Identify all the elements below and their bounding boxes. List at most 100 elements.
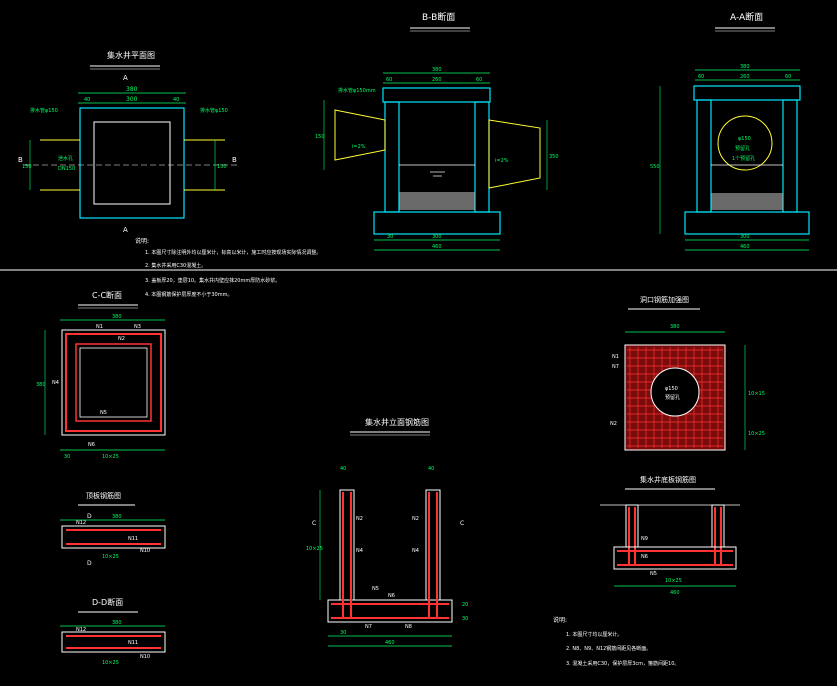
- aa-gravel: [711, 193, 783, 210]
- base-right-wall: [711, 504, 725, 548]
- base-dim-total: 460: [670, 590, 680, 596]
- cc-label-n2: N2: [118, 336, 125, 342]
- bb-top-260: 260: [432, 77, 442, 83]
- dd-title: D-D断面: [92, 597, 123, 607]
- aa-hole-note: 预留孔: [735, 145, 750, 152]
- elev-dim-side: 10×25: [306, 546, 323, 552]
- bb-top-total: 380: [432, 67, 442, 73]
- plan-left-note: 泄水孔: [58, 155, 73, 162]
- pipe-rebar-label-n2: N2: [610, 421, 617, 427]
- cc-rebar-outer: [65, 333, 162, 432]
- plan-right-dim: 150: [217, 164, 227, 170]
- plan-left-pipe: 排水管φ150: [30, 107, 58, 114]
- cc-label-n6: N6: [88, 442, 95, 448]
- dd-label-n11: N11: [128, 640, 138, 646]
- pipe-rebar-hole-label: φ150: [665, 386, 678, 392]
- elev-cut-left: C: [312, 520, 316, 527]
- elev-dim-bottom-total: 460: [385, 640, 395, 646]
- notes2-item-3: 3. 混凝土采用C30，保护层厚3cm，箍筋间距10。: [566, 660, 679, 667]
- rebar-elevation: 集水井立面钢筋图 40 40 C C N2 N4 N2 N4 N5 N6 N7 …: [306, 417, 468, 647]
- notes2-item-2: 2. N8、N9、N12钢筋间距见各断面。: [566, 645, 651, 652]
- aa-hole-note2: 1个预留孔: [732, 155, 755, 162]
- dd-label-n12: N12: [76, 627, 86, 633]
- notes1-heading: 说明:: [135, 237, 149, 245]
- plan-right-pipe: 排水管φ150: [200, 107, 228, 114]
- pipe-rebar-dim-right: 10×15: [748, 391, 765, 397]
- notes-2: 说明: 1. 本图尺寸均以厘米计。 2. N8、N9、N12钢筋间距见各断面。 …: [553, 616, 679, 667]
- pipe-rebar-dim-right2: 10×25: [748, 431, 765, 437]
- elev-label-left-n2: N2: [356, 516, 363, 522]
- bb-bot-300: 300: [432, 234, 442, 240]
- topslab-label-n12: N12: [76, 520, 86, 526]
- bb-right-wall: [474, 101, 490, 213]
- cc-section: C-C断面 380 N1 N2 N3 N4 N5 N6 10×25 30 380: [36, 290, 166, 460]
- elev-label-n7: N7: [365, 624, 372, 630]
- bb-pipe-label: 排水管φ150mm: [338, 87, 376, 94]
- plan-dim-inner: 300: [126, 96, 138, 103]
- topslab-outline: [61, 525, 166, 549]
- topslab-label-n11: N11: [128, 536, 138, 542]
- base-slab: [613, 546, 737, 570]
- elev-base: [327, 599, 453, 623]
- bb-bot-total: 460: [432, 244, 442, 250]
- notes-1: 说明: 1. 本图尺寸除注明外均以厘米计，标高以米计，施工时应按现场实际情况调整…: [135, 237, 321, 298]
- bb-base: [373, 211, 501, 235]
- topslab-title: 顶板钢筋图: [86, 491, 121, 500]
- elev-dim-top-right: 40: [428, 466, 434, 472]
- bb-dim-150: 150: [315, 134, 325, 140]
- bb-gravel: [399, 192, 475, 210]
- dd-label-n10: N10: [140, 654, 150, 660]
- aa-base: [684, 211, 810, 235]
- bb-bot-30: 30: [387, 234, 393, 240]
- elev-label-n8: N8: [405, 624, 412, 630]
- pipe-rebar-hole: [650, 367, 700, 417]
- cc-rebar-inner: [75, 343, 152, 422]
- elev-label-right-n4: N4: [412, 548, 419, 554]
- aa-bot-300: 300: [740, 234, 750, 240]
- aa-hole: [717, 115, 773, 171]
- cc-outer: [61, 329, 166, 436]
- bb-title: B-B断面: [422, 11, 455, 23]
- pipe-opening-rebar: 洞口钢筋加强图 380 φ150 预留孔 N1 N7 N2 10×15 10×2…: [610, 295, 765, 451]
- pipe-rebar-grid: [627, 347, 723, 448]
- bb-dim-350: 350: [549, 154, 559, 160]
- plan-cut-b-left: B: [18, 156, 23, 164]
- bb-left-pipe: [334, 109, 386, 161]
- plan-cut-a-top: A: [123, 74, 128, 82]
- elev-cut-right: C: [460, 520, 464, 527]
- dd-outline: [61, 631, 166, 653]
- base-section-rebar: 集水井底板钢筋图 N9 N6 N5 10×25 460: [600, 475, 740, 596]
- topslab-cut-d-bottom: D: [87, 560, 92, 567]
- plan-left-note2: DN150: [58, 166, 75, 172]
- cc-label-n3: N3: [134, 324, 141, 330]
- aa-right-wall: [782, 99, 798, 213]
- elev-label-n6: N6: [388, 593, 395, 599]
- notes2-item-1: 1. 本图尺寸均以厘米计。: [566, 631, 622, 638]
- plan-dim-total: 380: [126, 86, 138, 93]
- elev-label-right-n2: N2: [412, 516, 419, 522]
- plan-cut-b-right: B: [232, 156, 237, 164]
- base-label-n9: N9: [641, 536, 648, 542]
- base-dim: 10×25: [665, 578, 682, 584]
- aa-hole-label: φ150: [738, 136, 751, 142]
- elev-label-left-n4: N4: [356, 548, 363, 554]
- elev-dim-20: 20: [462, 602, 468, 608]
- top-slab-rebar: 顶板钢筋图 D 380 N12 N11 N10 10×25 D: [60, 491, 166, 567]
- cc-dim-left: 380: [36, 382, 46, 388]
- plan-dim-40-left: 40: [84, 97, 90, 103]
- dd-section: D-D断面 380 N12 N11 N10 10×25: [60, 597, 166, 666]
- plan-cut-a-bottom: A: [123, 226, 128, 234]
- cc-dim-bottom: 10×25: [102, 454, 119, 460]
- notes1-item-4: 4. 本图钢筋保护层厚度不小于30mm。: [145, 291, 232, 298]
- notes1-item-1: 1. 本图尺寸除注明外均以厘米计，标高以米计，施工时应按现场实际情况调整。: [145, 249, 321, 256]
- aa-left-wall: [696, 99, 712, 213]
- cc-label-n1: N1: [96, 324, 103, 330]
- bb-top-60-left: 60: [386, 77, 392, 83]
- notes1-item-3: 3. 盖板厚20，垫层10。集水井内壁应抹20mm厚防水砂浆。: [145, 277, 280, 284]
- plan-view: 集水井平面图 A 380 40 300 40 B B 排水管φ150 排水管φ1…: [18, 50, 240, 234]
- topslab-cut-d-top: D: [87, 513, 92, 520]
- plan-inner-wall: [93, 121, 171, 205]
- pipe-rebar-dim-top: 380: [670, 324, 680, 330]
- aa-top-60-right: 60: [785, 74, 791, 80]
